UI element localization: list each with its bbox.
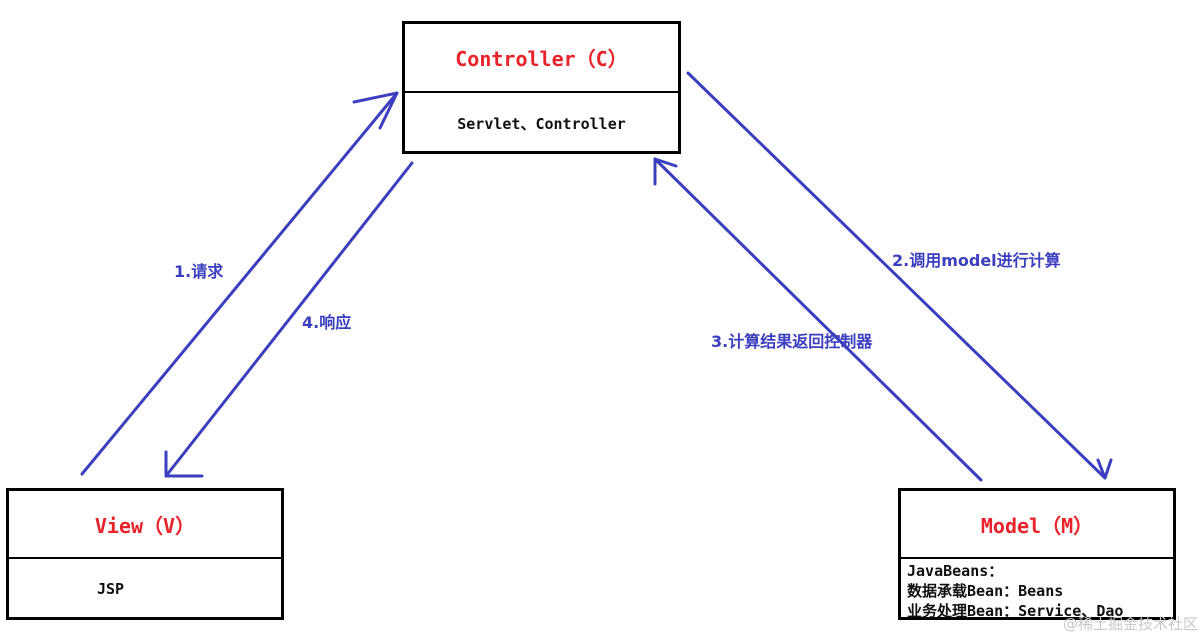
model-body: JavaBeans： 数据承载Bean：Beans 业务处理Bean：Servi… [901,559,1173,620]
arrow-return-result [653,157,983,482]
label-return-result: 3.计算结果返回控制器 [711,332,873,351]
label-call-model: 2.调用model进行计算 [892,251,1061,270]
arrow-response [164,161,414,478]
view-box: View（V） JSP [6,488,284,620]
watermark: @稀土掘金技术社区 [1062,615,1198,633]
view-title: View（V） [94,513,196,538]
controller-divider [405,91,678,93]
label-response: 4.响应 [302,313,352,332]
model-body-line: 数据承载Bean：Beans [907,582,1064,600]
model-body-line: 业务处理Bean：Service、Dao [907,602,1124,620]
model-body-line: JavaBeans： [907,562,1004,580]
view-divider [9,557,281,559]
controller-title: Controller（C） [455,47,628,71]
controller-box: Controller（C） Servlet、Controller [402,21,681,154]
label-request: 1.请求 [174,262,224,281]
model-box: Model（M） JavaBeans： 数据承载Bean：Beans 业务处理B… [898,488,1176,620]
controller-body: Servlet、Controller [457,114,626,133]
model-divider [901,557,1173,559]
arrow-request [80,91,399,476]
arrow-call-model [686,71,1113,480]
view-body: JSP [97,580,125,598]
model-title: Model（M） [980,513,1094,538]
